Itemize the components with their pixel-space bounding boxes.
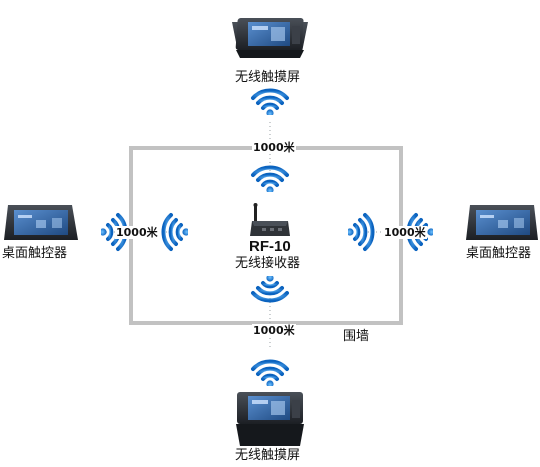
wifi-icon-top-outer bbox=[251, 88, 289, 115]
wall-label: 围墙 bbox=[343, 329, 370, 344]
wifi-icon-bottom-inner bbox=[251, 276, 289, 303]
top-device-label: 无线触摸屏 bbox=[235, 70, 301, 85]
wifi-icon-bottom-outer bbox=[251, 359, 289, 386]
touch-screen-bottom bbox=[236, 392, 304, 446]
wifi-icon-left-inner bbox=[161, 213, 188, 251]
desktop-controller-left bbox=[4, 205, 78, 240]
receiver-device bbox=[250, 203, 290, 236]
distance-label-right: 1000米 bbox=[383, 226, 427, 239]
right-device-label: 桌面触控器 bbox=[466, 246, 532, 261]
left-device-label: 桌面触控器 bbox=[2, 246, 68, 261]
distance-label-top: 1000米 bbox=[252, 141, 296, 154]
touch-screen-top bbox=[232, 18, 308, 58]
desktop-controller-right bbox=[466, 205, 538, 240]
distance-label-left: 1000米 bbox=[115, 226, 159, 239]
distance-label-bottom: 1000米 bbox=[252, 324, 296, 337]
wifi-icon-top-inner bbox=[251, 165, 289, 192]
bottom-device-label: 无线触摸屏 bbox=[235, 448, 301, 463]
receiver-model-label: RF-10 bbox=[249, 238, 291, 255]
receiver-name-label: 无线接收器 bbox=[235, 256, 301, 271]
